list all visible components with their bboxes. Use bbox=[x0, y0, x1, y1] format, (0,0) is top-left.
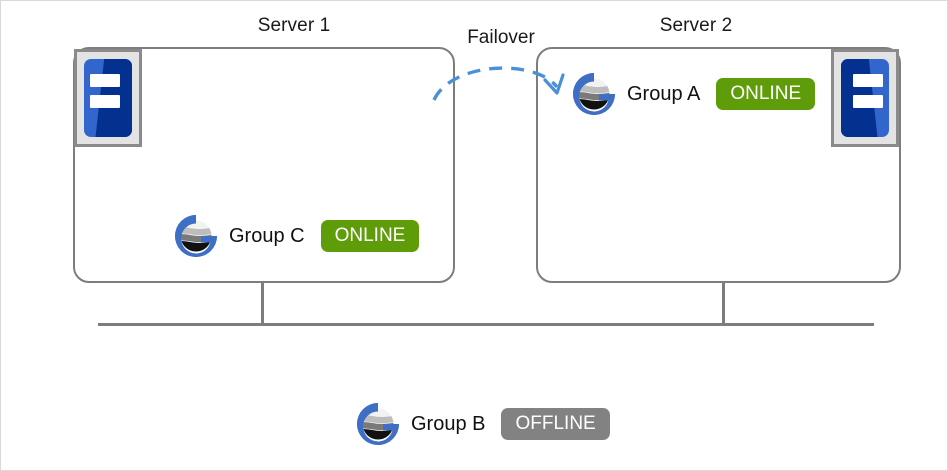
server-2-drop-line bbox=[722, 282, 725, 325]
group-row-c[interactable]: Group C ONLINE bbox=[171, 211, 420, 261]
server-icon-bar-top bbox=[853, 74, 883, 87]
failover-arrow-icon bbox=[432, 66, 565, 101]
server-icon-body bbox=[841, 59, 889, 137]
server-1-drop-line bbox=[261, 282, 264, 325]
server-1-title: Server 1 bbox=[257, 15, 331, 36]
group-logo-icon bbox=[175, 215, 217, 257]
server-icon-bar-bottom bbox=[90, 95, 120, 108]
server-2-title: Server 2 bbox=[659, 15, 733, 36]
group-c-label: Group C bbox=[229, 224, 305, 247]
server-icon-bar-bottom bbox=[853, 95, 883, 108]
server-icon-bar-top bbox=[90, 74, 120, 87]
group-b-status-badge[interactable]: OFFLINE bbox=[501, 407, 610, 441]
group-a-label: Group A bbox=[627, 82, 701, 105]
group-logo-icon bbox=[357, 403, 399, 445]
group-logo-icon bbox=[573, 73, 615, 115]
group-row-b[interactable]: Group B OFFLINE bbox=[353, 399, 610, 449]
group-c-status-badge[interactable]: ONLINE bbox=[320, 219, 420, 253]
failover-label: Failover bbox=[467, 27, 535, 48]
network-bus-line bbox=[98, 323, 874, 326]
server-hardware-icon bbox=[831, 49, 899, 147]
group-b-label: Group B bbox=[411, 412, 486, 435]
group-row-a[interactable]: Group A ONLINE bbox=[569, 69, 816, 119]
server-hardware-icon bbox=[74, 49, 142, 147]
server-icon-body bbox=[84, 59, 132, 137]
group-a-status-badge[interactable]: ONLINE bbox=[716, 77, 816, 111]
